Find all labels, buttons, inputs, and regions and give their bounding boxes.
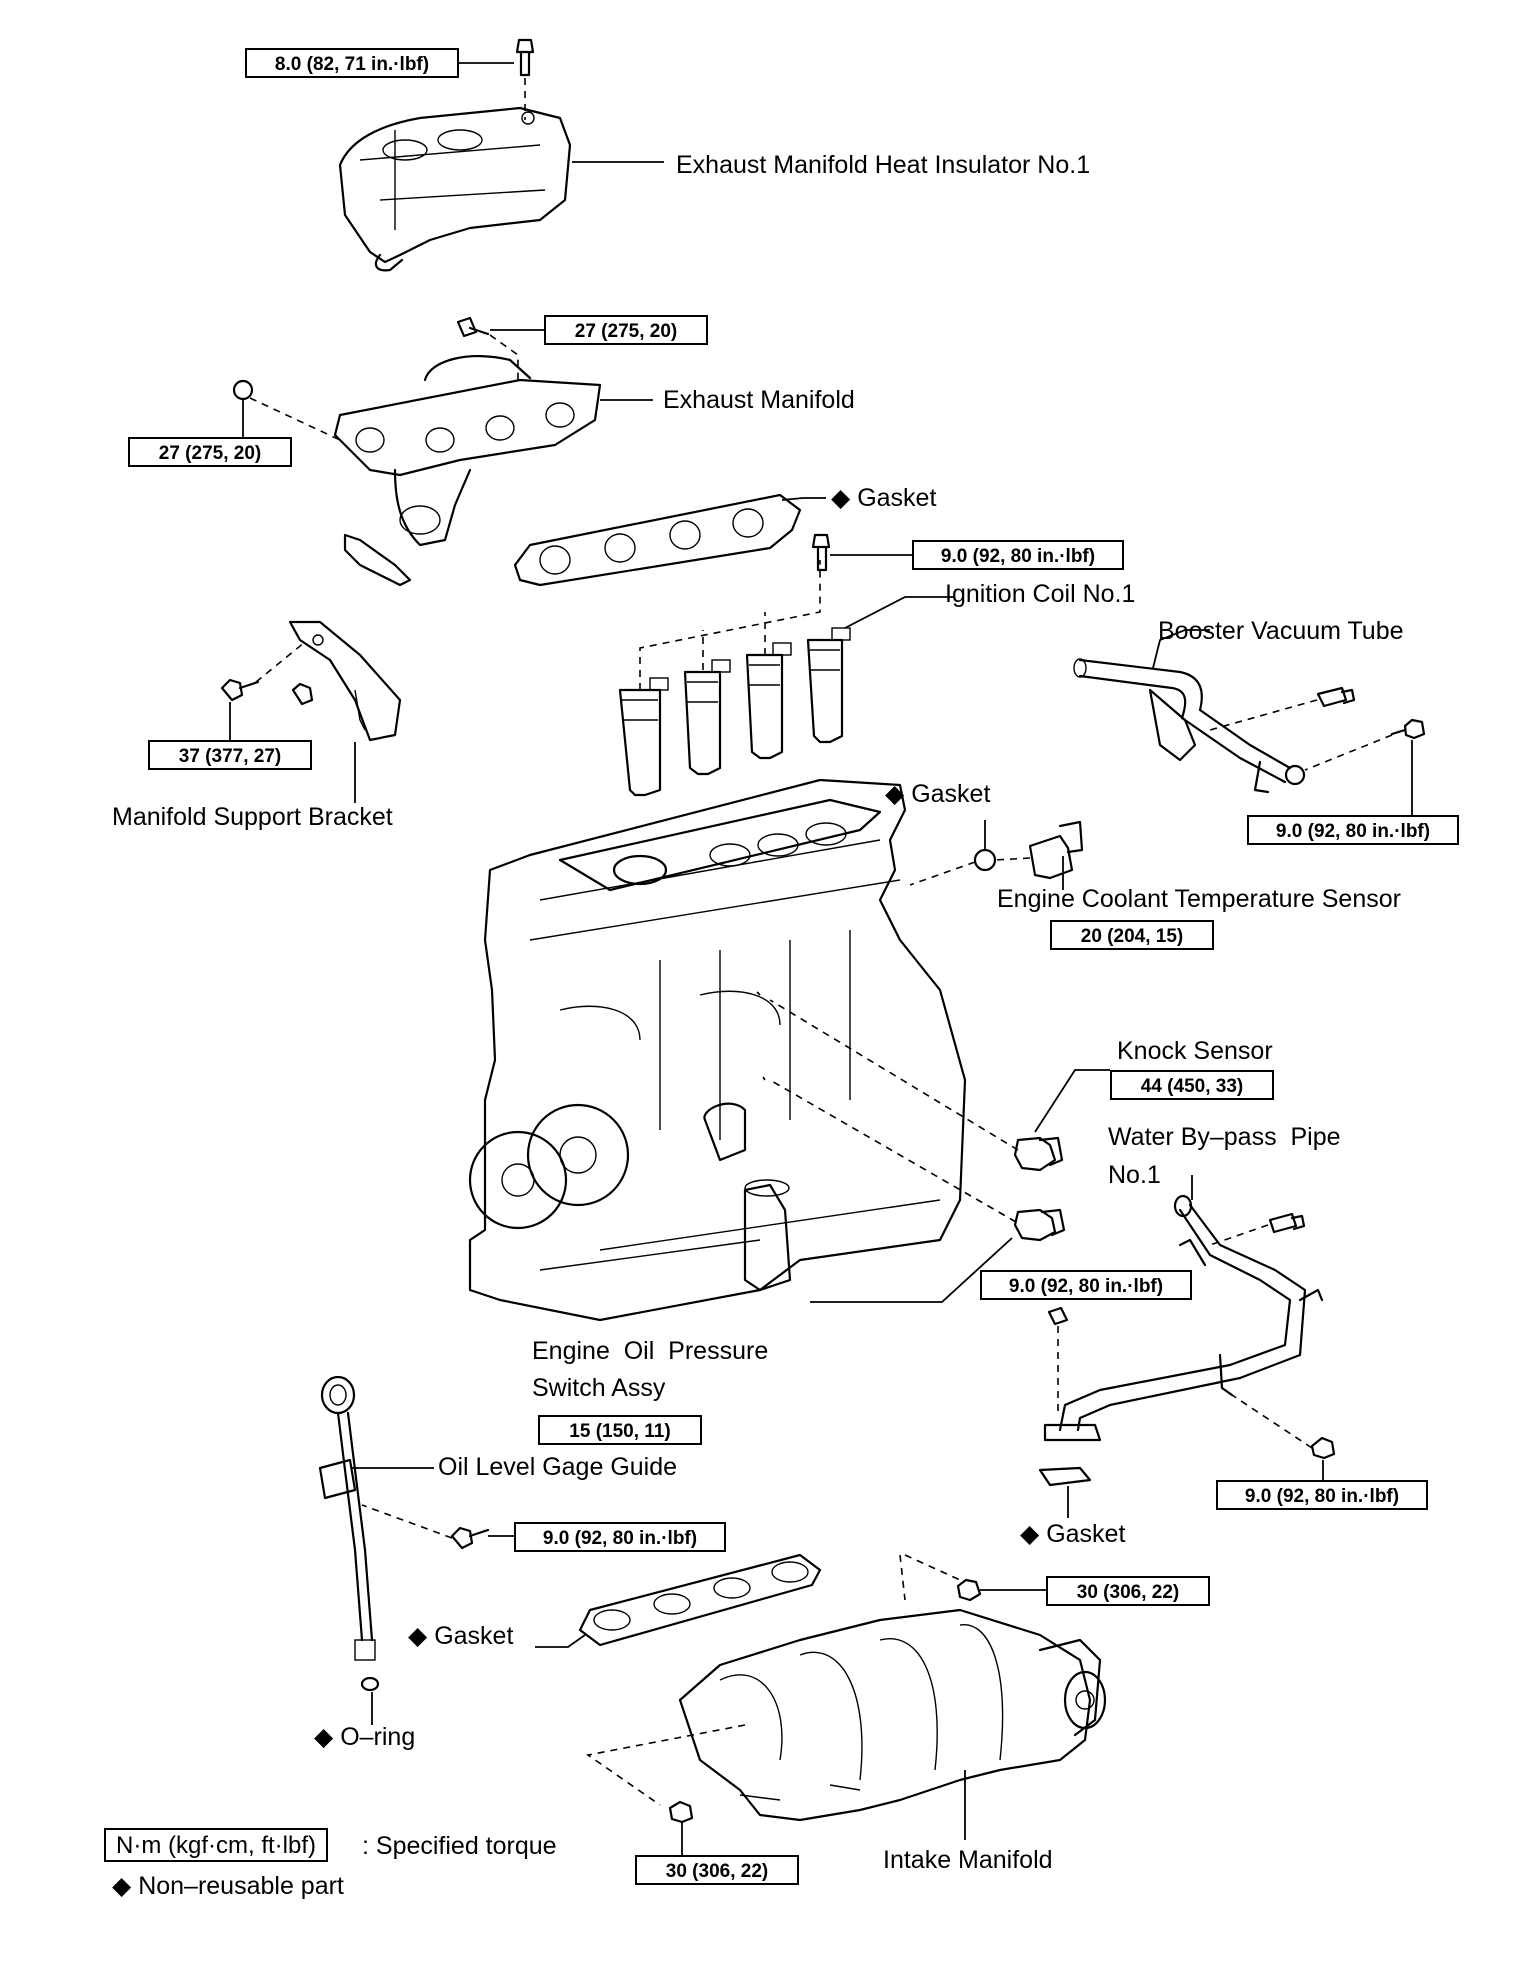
torque-intake-upper: 30 (306, 22): [1046, 1576, 1210, 1606]
support-bracket-label: Manifold Support Bracket: [112, 803, 393, 831]
exhaust-manifold-label: Exhaust Manifold: [663, 386, 855, 414]
o-ring-label: ◆ O–ring: [314, 1723, 416, 1751]
torque-ignition-coil: 9.0 (92, 80 in.·lbf): [912, 540, 1124, 570]
water-bypass-pipe-drawing: [1043, 1194, 1324, 1442]
support-bracket-drawing: [288, 620, 402, 742]
diamond-icon: ◆: [1020, 1520, 1040, 1548]
legend-non-reusable: ◆ Non–reusable part: [112, 1872, 344, 1900]
diamond-icon: ◆: [112, 1872, 132, 1900]
heat-insulator-drawing: [338, 106, 572, 272]
torque-intake-lower: 30 (306, 22): [635, 1855, 799, 1885]
torque-gage-guide: 9.0 (92, 80 in.·lbf): [514, 1522, 726, 1552]
torque-exhaust-left: 27 (275, 20): [128, 437, 292, 467]
ignition-coil-label: Ignition Coil No.1: [945, 580, 1136, 608]
diamond-icon: ◆: [314, 1723, 334, 1751]
booster-vacuum-tube-drawing: [1073, 658, 1306, 794]
diamond-icon: ◆: [408, 1622, 428, 1650]
torque-oil-pressure: 15 (150, 11): [538, 1415, 702, 1445]
diamond-icon: ◆: [831, 484, 851, 512]
exhaust-gasket-drawing: [513, 493, 802, 587]
torque-water-upper: 9.0 (92, 80 in.·lbf): [980, 1270, 1192, 1300]
torque-exhaust-upper: 27 (275, 20): [544, 315, 708, 345]
gasket-exhaust-label: ◆ Gasket: [831, 484, 937, 512]
intake-manifold-label: Intake Manifold: [883, 1846, 1053, 1874]
intake-gasket-drawing: [578, 1553, 822, 1647]
gasket-coolant-label: ◆ Gasket: [885, 780, 991, 808]
torque-knock: 44 (450, 33): [1110, 1070, 1274, 1100]
gasket-intake-label: ◆ Gasket: [408, 1622, 514, 1650]
heat-insulator-label: Exhaust Manifold Heat Insulator No.1: [676, 151, 1091, 179]
torque-bracket: 37 (377, 27): [148, 740, 312, 770]
exhaust-manifold-drawing: [333, 354, 602, 587]
torque-coolant: 20 (204, 15): [1050, 920, 1214, 950]
intake-manifold-drawing: [678, 1608, 1107, 1822]
oil-gage-guide-drawing: [318, 1375, 380, 1692]
legend-unit-box: N·m (kgf·cm, ft·lbf): [104, 1828, 328, 1862]
gasket-water-label: ◆ Gasket: [1020, 1520, 1126, 1548]
water-bypass-pipe-label: Water By–pass Pipe No.1: [1108, 1123, 1341, 1189]
legend-unit-text: : Specified torque: [362, 1832, 557, 1860]
diamond-icon: ◆: [885, 780, 905, 808]
booster-vacuum-tube-label: Booster Vacuum Tube: [1158, 617, 1404, 645]
knock-sensor-label: Knock Sensor: [1117, 1037, 1273, 1065]
coolant-sensor-label: Engine Coolant Temperature Sensor: [997, 885, 1401, 913]
torque-water-lower: 9.0 (92, 80 in.·lbf): [1216, 1480, 1428, 1510]
ignition-coils-drawing: [618, 627, 851, 797]
engine-block-drawing: [468, 778, 967, 1322]
torque-booster: 9.0 (92, 80 in.·lbf): [1247, 815, 1459, 845]
oil-pressure-switch-label: Engine Oil Pressure Switch Assy: [532, 1337, 769, 1402]
torque-heat-insulator: 8.0 (82, 71 in.·lbf): [245, 48, 459, 78]
oil-gage-guide-label: Oil Level Gage Guide: [438, 1453, 678, 1481]
